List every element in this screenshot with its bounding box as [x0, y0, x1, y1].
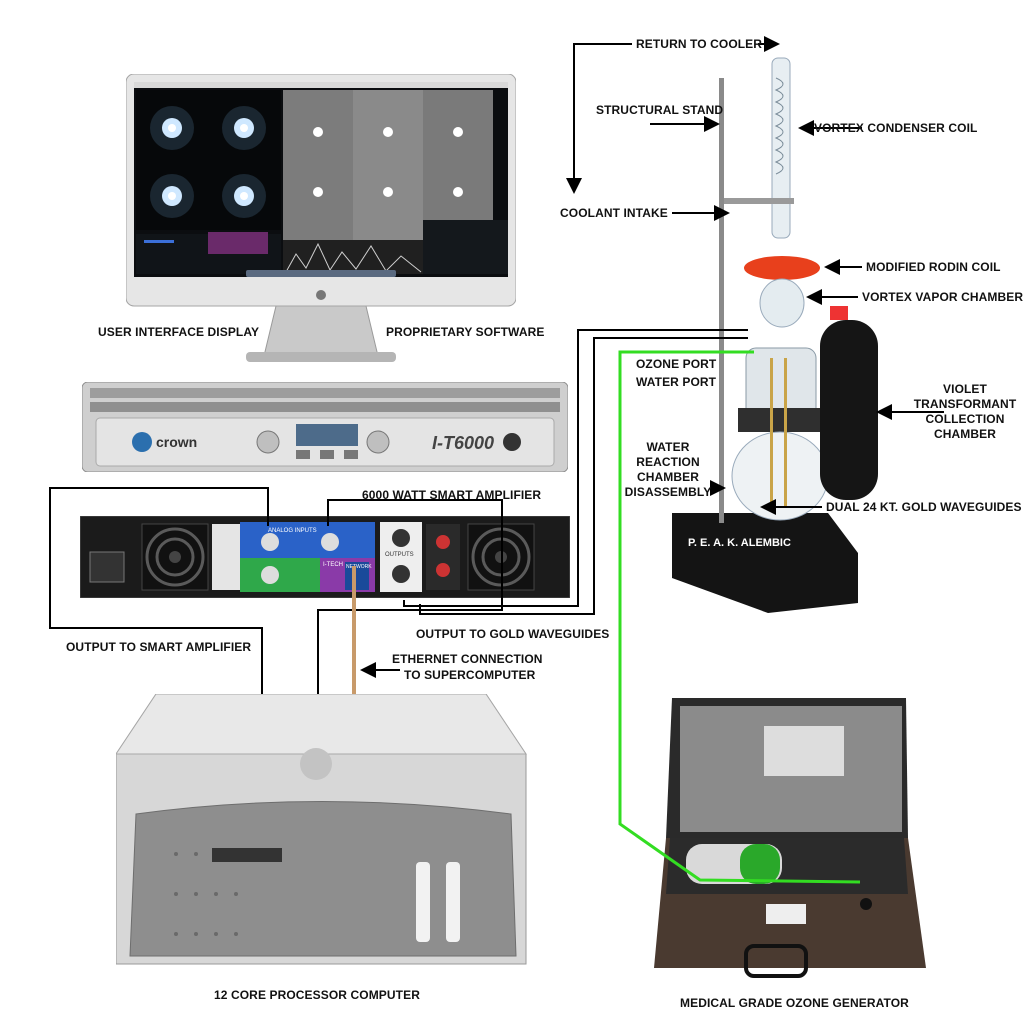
label-ozone-port: OZONE PORT: [636, 357, 717, 371]
label-modified-rodin-coil: MODIFIED RODIN COIL: [866, 260, 1001, 274]
label-violet-line-4: CHAMBER: [933, 427, 997, 441]
label-return-to-cooler: RETURN TO COOLER: [636, 37, 763, 51]
label-ethernet-line-1: ETHERNET CONNECTION: [392, 652, 543, 666]
label-violet-line-3: COLLECTION: [925, 412, 1005, 426]
label-ethernet-connection: ETHERNET CONNECTION TO SUPERCOMPUTER: [392, 651, 543, 683]
apple-logo-icon: [316, 290, 326, 300]
label-water-port: WATER PORT: [636, 375, 717, 389]
label-medical-grade-ozone-generator: MEDICAL GRADE OZONE GENERATOR: [680, 996, 909, 1010]
label-vortex-vapor-chamber: VORTEX VAPOR CHAMBER: [862, 290, 1024, 304]
svg-text:I-TECH: I-TECH: [323, 562, 343, 568]
label-water-line-1: WATER: [646, 440, 690, 454]
svg-text:ANALOG INPUTS: ANALOG INPUTS: [268, 528, 317, 534]
svg-text:OUTPUTS: OUTPUTS: [385, 552, 414, 558]
label-water-line-2: REACTION: [636, 455, 700, 469]
label-violet-collection-chamber: VIOLET TRANSFORMANT COLLECTION CHAMBER: [910, 382, 1020, 442]
peak-alembic-apparatus: P. E. A. K. ALEMBIC: [672, 57, 858, 613]
ozone-generator-case: [654, 698, 926, 978]
svg-text:NETWORK: NETWORK: [346, 564, 372, 570]
label-structural-stand: STRUCTURAL STAND: [596, 103, 724, 117]
violet-collection-chamber: [820, 306, 878, 500]
label-water-line-3: CHAMBER: [636, 470, 700, 484]
smart-amplifier-rear: ANALOG INPUTS I-TECH NETWORK OUTPUTS: [80, 516, 570, 598]
processor-computer: [116, 694, 527, 965]
label-water-reaction-chamber: WATER REACTION CHAMBER DISASSEMBLY: [616, 440, 720, 500]
label-output-to-smart-amplifier: OUTPUT TO SMART AMPLIFIER: [66, 640, 252, 654]
label-ethernet-line-2: TO SUPERCOMPUTER: [404, 668, 536, 682]
label-output-to-gold-waveguides: OUTPUT TO GOLD WAVEGUIDES: [416, 627, 610, 641]
label-12-core-processor-computer: 12 CORE PROCESSOR COMPUTER: [214, 988, 420, 1002]
label-user-interface-display: USER INTERFACE DISPLAY: [98, 325, 260, 339]
svg-text:P. E. A. K. ALEMBIC: P. E. A. K. ALEMBIC: [688, 537, 791, 549]
svg-text:crown: crown: [156, 434, 197, 450]
user-interface-monitor: [126, 74, 516, 362]
smart-amplifier-front: crown I-T6000: [82, 382, 568, 472]
fan-icon: [141, 523, 209, 591]
label-violet-line-2: TRANSFORMANT: [913, 397, 1017, 411]
apple-logo-icon: [300, 748, 332, 780]
svg-text:I-T6000: I-T6000: [432, 433, 494, 453]
label-water-line-4: DISASSEMBLY: [624, 485, 712, 499]
label-dual-gold-waveguides: DUAL 24 KT. GOLD WAVEGUIDES: [826, 500, 1022, 514]
label-violet-line-1: VIOLET: [943, 382, 987, 396]
label-6000-watt-smart-amplifier: 6000 WATT SMART AMPLIFIER: [362, 488, 542, 502]
label-vortex-condenser-coil: VORTEX CONDENSER COIL: [814, 121, 978, 135]
label-coolant-intake: COOLANT INTAKE: [560, 206, 668, 220]
label-proprietary-software: PROPRIETARY SOFTWARE: [386, 325, 545, 339]
